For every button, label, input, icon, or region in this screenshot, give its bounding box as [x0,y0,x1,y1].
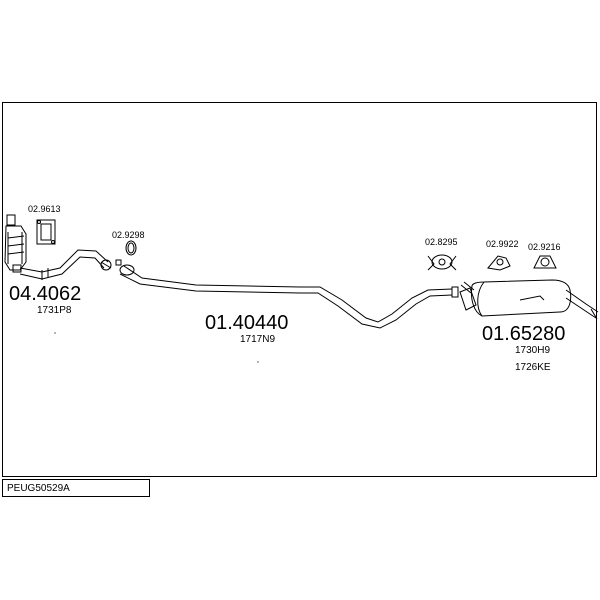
diagram-frame [2,102,597,477]
center-pipe-part [119,264,459,329]
catalyst-part [4,214,112,280]
rubber-mount-b-number: 02.9216 [528,242,561,252]
reference-code-box: PEUG50529A [2,479,150,497]
center-pipe-part-number: 01.40440 [205,312,289,334]
clamp-icon [427,254,457,271]
catalyst-part-number: 04.4062 [9,283,82,305]
gasket-ring-icon [115,240,137,266]
rear-silencer-part-number: 01.65280 [482,323,566,345]
reference-code: PEUG50529A [7,483,70,494]
gasket-flange-icon [36,219,56,245]
gasket-ring-number: 02.9298 [112,230,145,240]
center-pipe-code: 1717N9 [240,334,276,345]
catalyst-code: 1731P8 [37,305,72,316]
rear-silencer-code-1: 1730H9 [515,345,551,356]
rubber-mount-b-icon [533,255,557,269]
clamp-number: 02.8295 [425,237,458,247]
rear-silencer-code-2: 1726KE [515,362,551,373]
rubber-mount-a-number: 02.9922 [486,239,519,249]
gasket-flange-number: 02.9613 [28,204,61,214]
rubber-mount-a-icon [487,255,511,271]
rear-silencer-part [459,279,599,320]
